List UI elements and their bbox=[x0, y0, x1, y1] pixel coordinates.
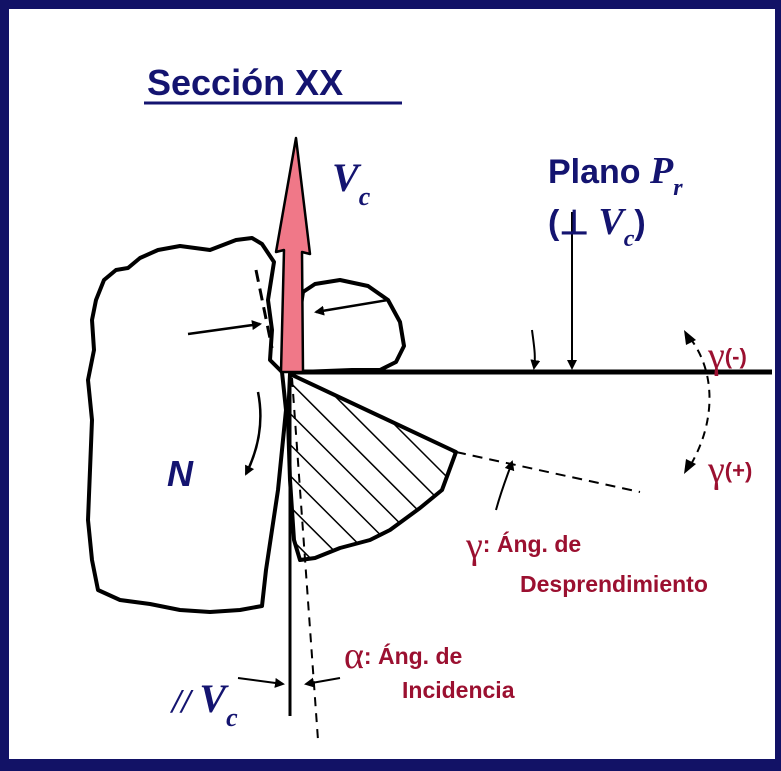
vc-label: Vc bbox=[332, 155, 371, 211]
alpha-arrow-left bbox=[237, 677, 285, 688]
vc-arrow bbox=[274, 136, 312, 374]
alpha-arrow-right bbox=[304, 677, 341, 688]
shear-plane-line bbox=[254, 269, 274, 349]
rake-face-extension bbox=[455, 451, 641, 493]
section-title: Sección XX bbox=[147, 62, 343, 103]
plane-small-arrow bbox=[530, 329, 541, 370]
arc-arrowhead-bottom bbox=[684, 459, 696, 474]
chip-thickness-arrow-left bbox=[187, 320, 262, 336]
alpha-definition-line1: α: Áng. de bbox=[344, 635, 462, 677]
gamma-definition-line2: Desprendimiento bbox=[520, 571, 708, 597]
rotation-label: N bbox=[167, 453, 194, 494]
gamma-pointer-arrow bbox=[495, 460, 515, 511]
plane-label-line1: Plano Pr bbox=[548, 150, 683, 201]
rotation-arrow bbox=[244, 391, 262, 476]
arc-arrowhead-top bbox=[684, 330, 696, 345]
gamma-positive-label: γ(+) bbox=[707, 449, 752, 491]
chip-thickness-arrow-right bbox=[314, 298, 389, 316]
alpha-definition-line2: Incidencia bbox=[402, 677, 515, 703]
tool-wedge bbox=[286, 372, 458, 562]
rake-angle-arc bbox=[689, 337, 711, 467]
plane-label-line2: (⊥ Vc) bbox=[548, 201, 646, 252]
flank-face-extension bbox=[291, 377, 319, 741]
gamma-negative-label: γ(-) bbox=[707, 335, 747, 377]
tool-upper-outline bbox=[298, 278, 406, 374]
gamma-definition-line1: γ: Áng. de bbox=[465, 525, 581, 567]
parallel-vc-label: // Vc bbox=[169, 676, 238, 732]
chip-outline bbox=[86, 236, 288, 614]
